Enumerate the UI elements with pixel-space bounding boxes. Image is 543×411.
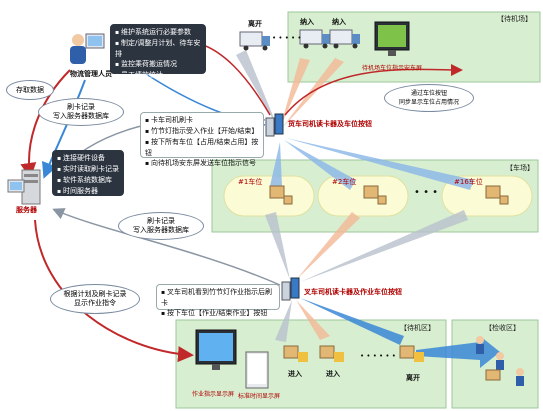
plan-display-bubble: 根据计划及刷卡记录 显示作业指令 <box>50 284 140 314</box>
server-task-item: 连接硬件设备 <box>57 153 119 164</box>
server-task-item: 时间服务器 <box>57 186 119 197</box>
fan-arrow-bottom-4 <box>275 300 292 342</box>
fork-reader-label: 叉车司机读卡器及作业车位按钮 <box>304 288 402 296</box>
slot-16-cargo-icon <box>485 185 509 205</box>
flow-blue-manager-server <box>42 79 86 179</box>
forklift-3-icon <box>399 345 424 362</box>
slot-1-label: #1车位 <box>238 178 263 186</box>
sync-status-bubble: 通过车位按钮 同步显示车位占用情况 <box>384 84 474 112</box>
standard-screen-label: 标准时间显示屏 <box>238 393 281 400</box>
fork-reader-icon <box>281 277 300 301</box>
flow-red-manager-server <box>20 69 71 179</box>
fan-arrow-mid-1 <box>270 142 282 186</box>
slot-2-oval <box>317 175 409 217</box>
zone-standby-label: 【待机区】 <box>400 324 435 332</box>
truck-enter-2-icon <box>329 29 360 49</box>
waiting-screen-icon <box>374 21 410 56</box>
zone-parking-label: 【车场】 <box>506 164 534 172</box>
fork-tasks-note: 叉车司机看到竹节灯作业指示后刷卡 按下车位【作业/结束作业】按钮 <box>156 284 280 317</box>
slot-2-label: #2车位 <box>332 178 357 186</box>
fan-arrow-mid-2 <box>284 140 356 190</box>
truck-tasks-note: 卡车司机刷卡 竹节灯指示受入作业【开始/结束】 按下所有车位【占用/结束占用】按… <box>140 112 264 167</box>
flow-red-sync <box>284 63 463 116</box>
server-task-item: 软件系统数据库 <box>57 175 119 186</box>
truck-task-item: 卡车司机刷卡 <box>145 115 259 126</box>
dots-top: • • • • • <box>272 34 302 42</box>
fan-arrow-bottom-5 <box>296 300 330 340</box>
fork-task-item: 按下车位【作业/结束作业】按钮 <box>161 308 275 319</box>
waiting-screen-label: 待机场车位指示安东屏 <box>362 65 423 72</box>
slot-16-label: #16车位 <box>454 178 483 186</box>
dots-bottom: • • • • • • <box>360 352 396 360</box>
fork-task-item: 叉车司机看到竹节灯作业指示后刷卡 <box>161 287 275 308</box>
dots-parking: • • • <box>414 187 439 198</box>
fan-arrow-top-1 <box>236 50 278 128</box>
swipe-write-bubble-2: 刷卡记录 写入服务器数据库 <box>118 212 204 240</box>
flow-red-server-work <box>34 219 194 363</box>
zone-inspection-label: 【检收区】 <box>485 324 520 332</box>
fan-arrow-mid-3 <box>286 138 474 190</box>
flow-gray-fork-server <box>52 208 281 286</box>
inspection-workers-icon <box>476 336 524 386</box>
sync-status-text: 通过车位按钮 同步显示车位占用情况 <box>398 90 459 106</box>
server-task-item: 实时读取刷卡记录 <box>57 164 119 175</box>
truck-enter-1-icon <box>299 29 330 49</box>
manager-task-item: 制定/调整月计划、待车安排 <box>115 38 201 59</box>
manager-tasks-note: 维护系统运行必要参数 制定/调整月计划、待车安排 监控乘荷搬运情况 员工绩效统计 <box>110 24 206 79</box>
swipe-write-1-text: 刷卡记录 写入服务器数据库 <box>53 103 109 120</box>
work-screen-icon <box>195 329 237 370</box>
fan-arrow-bottom-1 <box>265 212 290 280</box>
forklift-2-icon <box>319 345 344 362</box>
truck-task-item: 向待机场安东屏发送车位指示信号 <box>145 158 259 169</box>
manager-icon <box>70 33 105 64</box>
truck-reader-icon <box>265 113 284 137</box>
fan-arrow-bottom-2 <box>296 212 360 280</box>
truck-reader-label: 货车司机读卡器及车位按钮 <box>288 120 372 128</box>
truck-task-item: 按下所有车位【占用/结束占用】按钮 <box>145 137 259 158</box>
manager-task-item: 员工绩效统计 <box>115 70 201 81</box>
enter-top-1-label: 纳入 <box>300 18 314 26</box>
truck-leave-icon <box>239 31 270 51</box>
server-tasks-note: 连接硬件设备 实时读取刷卡记录 软件系统数据库 时间服务器 <box>52 150 124 196</box>
fan-arrow-bottom-6 <box>300 298 404 345</box>
truck-task-item: 竹节灯指示受入作业【开始/结束】 <box>145 126 259 137</box>
swipe-write-2-text: 刷卡记录 写入服务器数据库 <box>133 217 189 234</box>
enter-top-2-label: 纳入 <box>332 18 346 26</box>
plan-display-text: 根据计划及刷卡记录 显示作业指令 <box>63 290 127 307</box>
server-icon <box>7 169 41 205</box>
leave-top-label: 离开 <box>248 20 262 28</box>
forklift-1-icon <box>283 345 308 362</box>
standard-screen-icon <box>245 351 269 389</box>
manager-label: 物流管理人员 <box>70 70 112 78</box>
fan-arrow-top-2 <box>280 58 310 128</box>
manager-task-item: 维护系统运行必要参数 <box>115 27 201 38</box>
enter-bottom-1-label: 进入 <box>288 370 302 378</box>
leave-bottom-label: 离开 <box>406 374 420 382</box>
inspection-zone <box>451 319 539 409</box>
slot-2-cargo-icon <box>363 185 387 205</box>
fan-arrow-bottom-3 <box>300 210 468 282</box>
enter-bottom-2-label: 进入 <box>326 370 340 378</box>
swipe-write-bubble-1: 刷卡记录 写入服务器数据库 <box>38 98 124 126</box>
slot-1-cargo-icon <box>269 185 293 205</box>
manager-task-item: 监控乘荷搬运情况 <box>115 59 201 70</box>
zone-waiting-area-label: 【待机场】 <box>497 15 532 23</box>
fan-arrow-top-3 <box>282 58 344 128</box>
work-screen-label: 作业指示显示屏 <box>192 391 235 398</box>
save-data-bubble: 存取数据 <box>6 80 54 100</box>
server-label: 服务器 <box>16 206 37 214</box>
